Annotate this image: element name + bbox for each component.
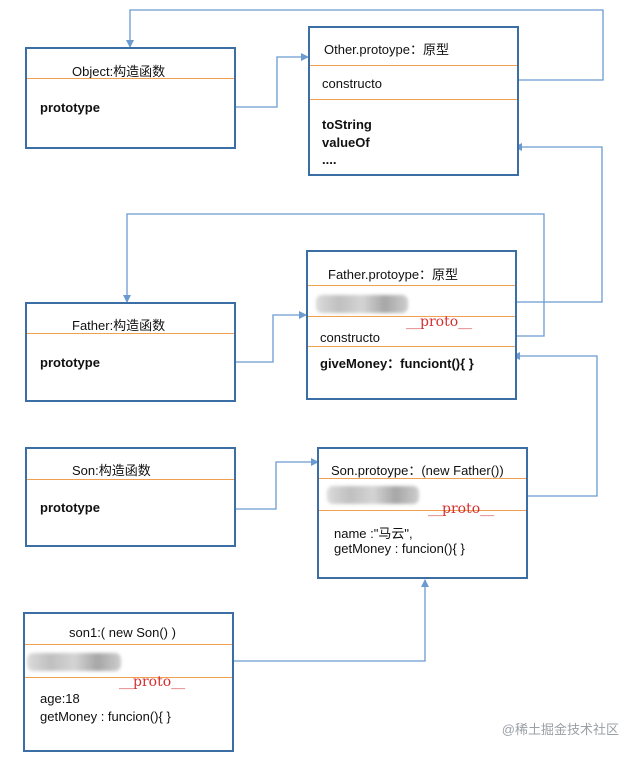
other-prototype-title: Other.protoype：原型 — [324, 42, 449, 57]
blurred-label — [27, 653, 121, 671]
son-constructor-box: Son:构造函数 prototype — [25, 447, 236, 547]
other-prototype-box: Other.protoype：原型 constructo toString va… — [308, 26, 519, 176]
father-givemoney-method: giveMoney：funciont(){ } — [320, 356, 474, 371]
divider — [319, 478, 526, 479]
divider — [319, 510, 526, 511]
son-name-property: name :"马云", — [334, 526, 413, 541]
other-constructor-label: constructo — [322, 76, 382, 91]
other-method-ellipsis: .... — [322, 152, 337, 167]
son-proto-link: __proto__ — [428, 501, 495, 517]
son1-title: son1:( new Son() ) — [69, 625, 176, 640]
other-method-tostring: toString — [322, 117, 372, 132]
father-prototype-box: Father.protoype：原型 __proto__ constructo … — [306, 250, 517, 400]
divider — [310, 99, 517, 100]
blurred-label — [327, 486, 419, 504]
divider — [25, 644, 232, 645]
divider — [308, 346, 515, 347]
father-constructor-title: Father:构造函数 — [72, 318, 166, 333]
son-prototype-label: prototype — [40, 500, 100, 515]
son1-proto-link: __proto__ — [119, 674, 186, 690]
son-getmoney-method: getMoney : funcion(){ } — [334, 541, 465, 556]
arrow-other-constructor — [126, 9, 604, 81]
divider — [308, 285, 515, 286]
blurred-label — [316, 295, 408, 313]
son1-instance-box: son1:( new Son() ) __proto__ age:18 getM… — [23, 612, 234, 752]
divider — [27, 333, 234, 334]
divider — [27, 78, 234, 79]
other-method-valueof: valueOf — [322, 135, 370, 150]
object-prototype-label: prototype — [40, 100, 100, 115]
father-prototype-label: prototype — [40, 355, 100, 370]
divider — [310, 65, 517, 66]
divider — [308, 316, 515, 317]
son-prototype-title: Son.protoype：(new Father()) — [331, 463, 504, 478]
father-proto-link: __proto__ — [406, 314, 473, 330]
divider — [27, 479, 234, 480]
son-constructor-title: Son:构造函数 — [72, 463, 151, 478]
father-constructor-box: Father:构造函数 prototype — [25, 302, 236, 402]
son1-getmoney-method: getMoney : funcion(){ } — [40, 709, 171, 724]
object-constructor-title: Object:构造函数 — [72, 64, 166, 79]
watermark: @稀土掘金技术社区 — [501, 722, 619, 737]
divider — [25, 677, 232, 678]
object-constructor-box: Object:构造函数 prototype — [25, 47, 236, 149]
son1-age-property: age:18 — [40, 691, 80, 706]
father-prototype-title: Father.protoype：原型 — [328, 267, 459, 282]
son-prototype-box: Son.protoype：(new Father()) __proto__ na… — [317, 447, 528, 579]
father-constructor-label: constructo — [320, 330, 380, 345]
